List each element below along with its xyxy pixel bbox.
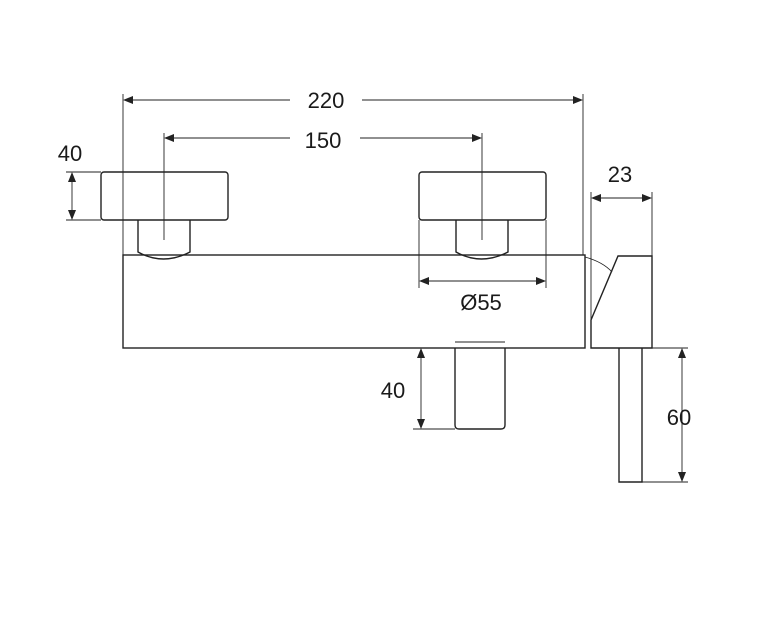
outlet-height-label: 40 (381, 378, 405, 403)
mixer-body (122, 254, 586, 349)
overall-width-label: 220 (308, 88, 345, 113)
left-handle-stem (137, 220, 191, 260)
lever-length-label: 60 (667, 405, 691, 430)
depth-label: 23 (608, 162, 632, 187)
dimension-lever-length: 60 (642, 347, 691, 483)
handle-height-label: 40 (58, 141, 82, 166)
dimension-overall-width: 220 (122, 88, 584, 255)
dimension-diameter: Ø55 (418, 220, 547, 315)
dimension-handle-height: 40 (58, 141, 101, 221)
dimension-depth: 23 (590, 162, 653, 348)
side-body (590, 255, 653, 349)
left-handle (100, 171, 229, 221)
right-handle-stem (455, 220, 509, 260)
dimension-outlet-height: 40 (381, 347, 455, 430)
side-lever (618, 348, 643, 483)
side-escutcheon (584, 256, 613, 273)
right-handle (418, 171, 547, 221)
handle-spacing-label: 150 (305, 128, 342, 153)
dimension-handle-spacing: 150 (163, 128, 483, 240)
outlet (454, 348, 506, 430)
diameter-label: Ø55 (460, 290, 502, 315)
